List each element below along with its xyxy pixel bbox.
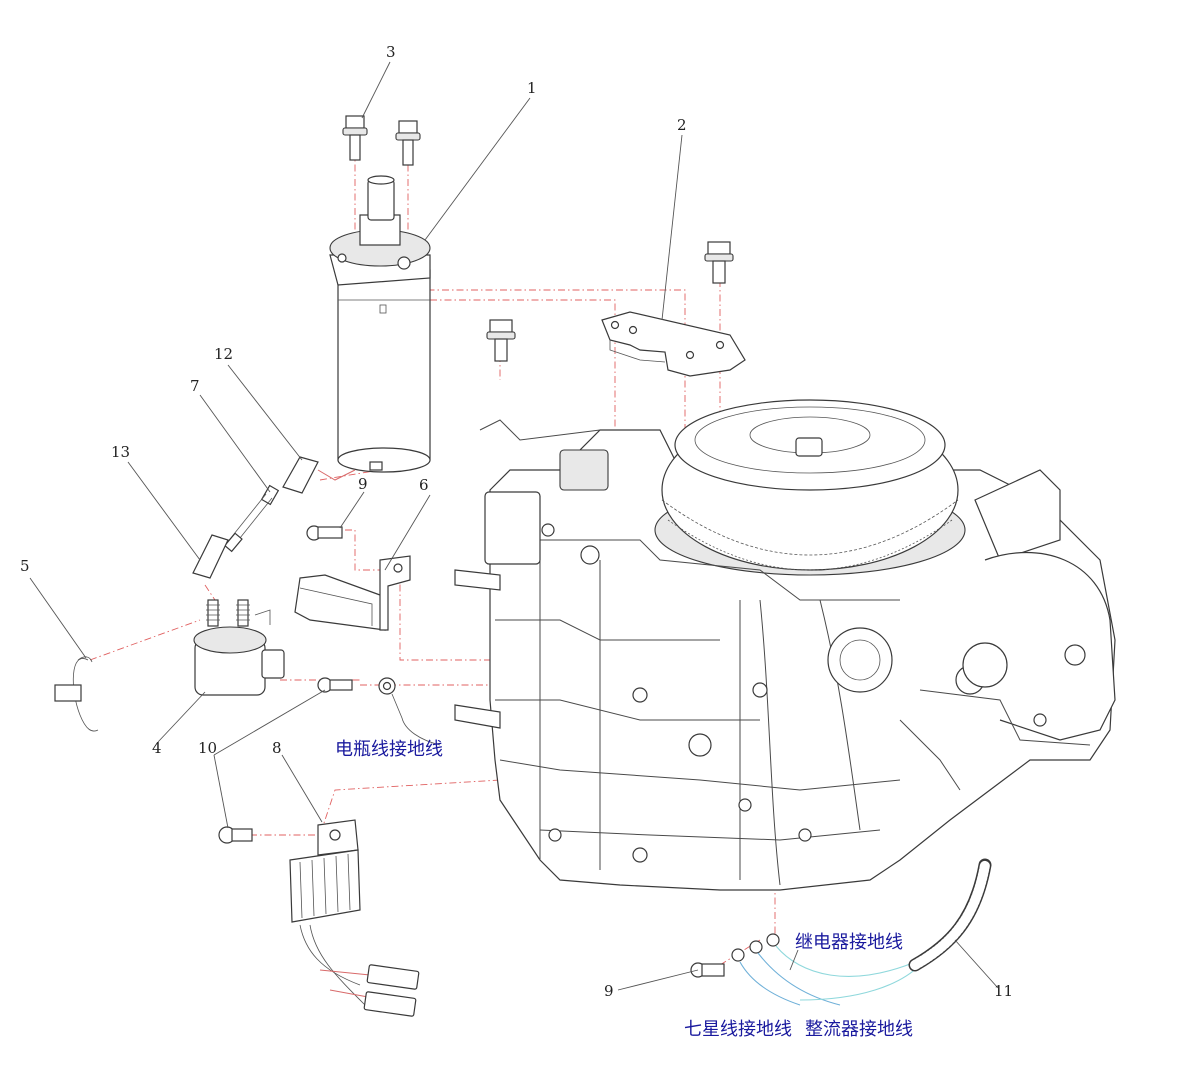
label-part-6: 6 <box>419 476 429 494</box>
label-part-4: 4 <box>152 739 162 757</box>
relay-bracket <box>294 555 411 631</box>
label-part-12: 12 <box>214 345 234 363</box>
label-part-1: 1 <box>527 79 537 97</box>
battery-ground-label: 电瓶线接地线 <box>335 739 443 760</box>
label-part-2: 2 <box>677 116 687 134</box>
label-part-11: 11 <box>994 982 1014 1000</box>
ground-wires <box>690 933 921 1006</box>
label-part-13: 13 <box>111 443 131 461</box>
label-part-9-upper: 9 <box>358 475 368 493</box>
starter-bolts <box>342 115 421 166</box>
label-part-8: 8 <box>272 739 282 757</box>
relay-ground-label: 继电器接地线 <box>795 932 903 953</box>
label-part-3: 3 <box>386 43 396 61</box>
starter-motor <box>329 175 431 473</box>
bracket-bolts <box>486 241 734 362</box>
starter-cable <box>192 456 356 579</box>
label-part-7: 7 <box>190 377 200 395</box>
starter-bracket <box>601 311 746 377</box>
leader-lines <box>29 61 999 991</box>
corrugated-tube <box>908 858 992 972</box>
battery-ground-terminal <box>378 677 441 746</box>
rectifier-ground-label: 整流器接地线 <box>805 1019 913 1040</box>
rectifier <box>289 819 420 1017</box>
flywheel <box>654 399 966 576</box>
label-part-9-lower: 9 <box>604 982 614 1000</box>
solenoid-relay <box>193 599 285 696</box>
stator-ground-label: 七星线接地线 <box>684 1019 792 1040</box>
bolt-10 <box>218 677 353 844</box>
engine-block <box>454 399 1116 891</box>
label-part-5: 5 <box>20 557 30 575</box>
label-part-10: 10 <box>198 739 218 757</box>
relay-clip <box>54 656 99 732</box>
bolt-9-upper <box>306 525 343 541</box>
